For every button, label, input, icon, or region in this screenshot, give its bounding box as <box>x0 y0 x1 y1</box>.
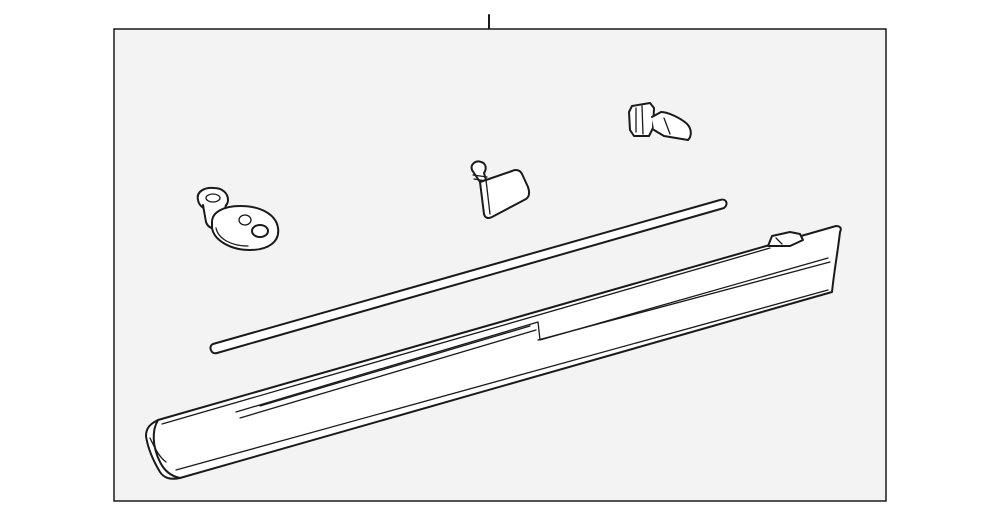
mounting-clip <box>470 160 531 219</box>
push-clip-fastener <box>196 186 280 251</box>
trim-strip <box>209 198 728 355</box>
retainer-clip <box>628 102 692 141</box>
rocker-panel-molding <box>145 225 842 480</box>
